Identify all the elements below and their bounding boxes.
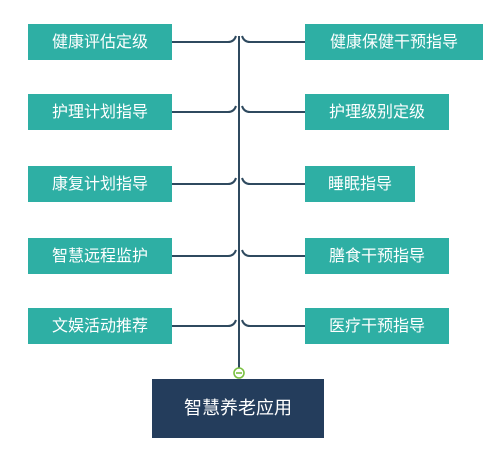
left-node-remote-monitoring[interactable]: 智慧远程监护 [28,238,172,274]
right-node-care-level[interactable]: 护理级别定级 [305,94,449,130]
branch-left-3 [172,177,237,185]
branch-right-5 [241,319,305,327]
right-node-health-care-intervention[interactable]: 健康保健干预指导 [305,24,483,60]
root-node[interactable]: 智慧养老应用 [152,379,324,438]
branch-right-2 [241,105,305,113]
right-node-medical[interactable]: 医疗干预指导 [305,308,449,344]
left-node-rehab-plan[interactable]: 康复计划指导 [28,166,172,202]
branch-left-2 [172,105,237,113]
branch-left-4 [172,249,237,257]
branch-right-4 [241,249,305,257]
collapse-toggle-icon[interactable] [233,367,245,379]
branch-right-1 [241,35,305,43]
right-node-diet[interactable]: 膳食干预指导 [305,238,449,274]
left-node-health-assessment[interactable]: 健康评估定级 [28,24,172,60]
branch-right-3 [241,177,305,185]
left-node-recreation[interactable]: 文娱活动推荐 [28,308,172,344]
branch-left-5 [172,319,237,327]
branch-left-1 [172,35,237,43]
right-node-sleep[interactable]: 睡眠指导 [305,166,415,202]
left-node-care-plan[interactable]: 护理计划指导 [28,94,172,130]
